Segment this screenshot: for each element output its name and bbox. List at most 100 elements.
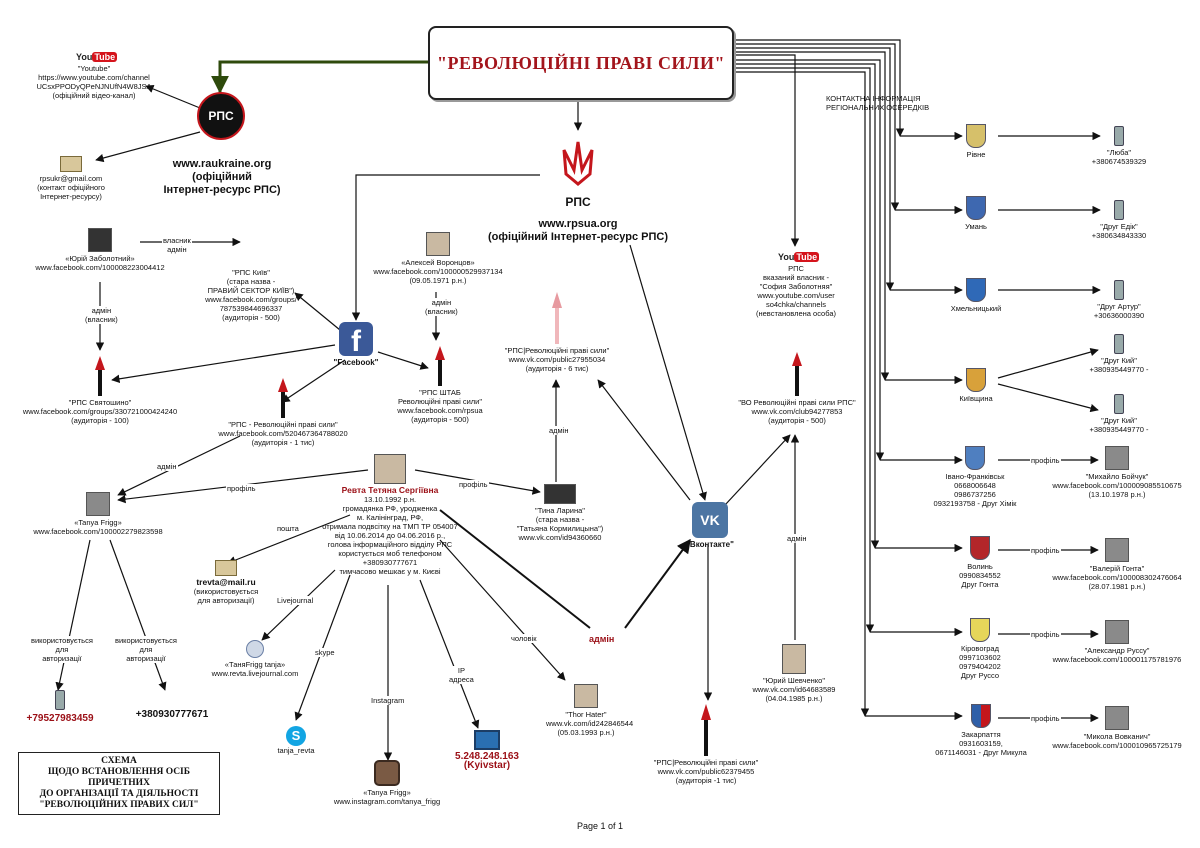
region-kyivshchyna: Київщина xyxy=(946,368,1006,403)
vorontsov-profile-node: «Алексей Воронцов»www.facebook.com/10000… xyxy=(372,232,504,285)
edge-label-admin-owner-2: адмін(власник) xyxy=(424,298,459,316)
region-khmelnytskyi: Хмельницький xyxy=(936,278,1016,313)
instagram-icon xyxy=(374,760,400,786)
contact-kyivshchyna-1: "Друг Кий"+380935449770 - xyxy=(1064,334,1174,374)
rps-kyiv-group-node: "РПС Київ"(стара назва -ПРАВИЙ СЕКТОР КИ… xyxy=(205,268,297,322)
sviatoshyno-group-node: "РПС Святошино"www.facebook.com/groups/3… xyxy=(22,356,178,425)
torch-icon xyxy=(435,346,445,386)
contact-uman: "Друг Едік"+380634843330 xyxy=(1064,200,1174,240)
contact-khmelnytskyi: "Друг Артур"+30636000390 xyxy=(1064,280,1174,320)
coat-of-arms-icon xyxy=(970,536,990,560)
contact-zakarpattia: "Микола Вовканич"www.facebook.com/100010… xyxy=(1050,706,1184,750)
region-uman: Умань xyxy=(946,196,1006,231)
phone-icon xyxy=(1114,126,1124,146)
tina-larina-node: "Тина Ларина"(стара назва -"Татьяна Корм… xyxy=(514,484,606,542)
edge-label-profile-right: профіль xyxy=(458,480,489,489)
mail-icon xyxy=(60,156,82,172)
phone-icon xyxy=(1114,200,1124,220)
page-footer: Page 1 of 1 xyxy=(576,821,624,831)
ip-address-node: 5.248.248.163 (Kyivstar) xyxy=(448,730,526,771)
avatar xyxy=(426,232,450,256)
edge-label-profile-left: профіль xyxy=(226,484,257,493)
instagram-node: «Tanya Frigg»www.instagram.com/tanya_fri… xyxy=(330,760,444,806)
edge-label-admin-shevchenko: адмін xyxy=(786,534,808,543)
avatar xyxy=(1105,620,1129,644)
rps-logo-icon: РПС xyxy=(197,92,245,140)
avatar xyxy=(1105,446,1129,470)
coat-of-arms-icon xyxy=(965,446,985,470)
phone-icon xyxy=(1114,334,1124,354)
avatar xyxy=(1105,706,1129,730)
shevchenko-node: "Юрий Шевченко"www.vk.com/id64683589(04.… xyxy=(752,644,836,703)
computer-icon xyxy=(474,730,500,750)
thor-hater-node: "Thor Hater"www.vk.com/id242846544(05.03… xyxy=(546,684,633,737)
avatar xyxy=(544,484,576,504)
torch-icon xyxy=(701,704,711,756)
torch-icon xyxy=(95,356,105,396)
avatar xyxy=(86,492,110,516)
edge-label-livejournal: Livejournal xyxy=(276,596,315,605)
avatar xyxy=(88,228,112,252)
zabolotny-profile-node: «Юрій Заболотний»www.facebook.com/100008… xyxy=(30,228,170,272)
vk-public-27955034-node: "РПС|Революційні праві сили"www.vk.com/p… xyxy=(498,292,616,373)
edge-label-admin-tina: адмін xyxy=(548,426,570,435)
avatar xyxy=(374,454,406,484)
contact-volyn: "Валерій Гонта"www.facebook.com/10000830… xyxy=(1050,538,1184,591)
vk-public-62379455-node: "РПС|Революційні праві сили"www.vk.com/p… xyxy=(650,704,762,785)
phone-icon xyxy=(1114,280,1124,300)
facebook-icon: f xyxy=(339,322,373,358)
coat-of-arms-icon xyxy=(966,124,986,148)
contact-kyivshchyna-2: "Друг Кий"+380935449770 - xyxy=(1064,394,1174,434)
vo-rps-club-node: "ВО Революційні праві сили РПС"www.vk.co… xyxy=(736,352,858,425)
phone-icon xyxy=(1114,394,1124,414)
livejournal-icon xyxy=(246,640,264,658)
rps-emblem: РПС xyxy=(196,92,246,140)
edge-label-profile-volyn: профіль xyxy=(1030,546,1061,555)
edge-label-admin-owner: адмін(власник) xyxy=(84,306,119,324)
edge-label-mail: пошта xyxy=(276,524,300,533)
vk-icon: VK xyxy=(692,502,728,538)
diagram-title: "РЕВОЛЮЦІЙНІ ПРАВІ СИЛИ" xyxy=(428,26,734,100)
avatar xyxy=(782,644,806,674)
contact-rivne: "Люба"+380674539329 xyxy=(1064,126,1174,166)
skype-node: S tanja_revta xyxy=(277,726,315,755)
livejournal-node: «ТаняFrigg tanja»www.revta.livejournal.c… xyxy=(208,640,302,678)
coat-of-arms-icon xyxy=(971,704,991,728)
coat-of-arms-icon xyxy=(966,368,986,392)
edge-label-profile-if: профіль xyxy=(1030,456,1061,465)
avatar xyxy=(1105,538,1129,562)
phone-node-black: +380930777671 xyxy=(135,709,209,720)
coat-of-arms-icon xyxy=(966,196,986,220)
edge-label-skype: skype xyxy=(314,648,336,657)
coat-of-arms-icon xyxy=(970,618,990,642)
edge-label-profile-zakarpattia: профіль xyxy=(1030,714,1061,723)
edge-label-admin-red: адмін xyxy=(588,634,616,644)
tanya-frigg-fb-node: «Tanya Frigg»www.facebook.com/1000022798… xyxy=(32,492,164,536)
skype-icon: S xyxy=(286,726,306,746)
rpsua-site-node: www.rpsua.org(офіційний Інтернет-ресурс … xyxy=(488,218,668,243)
rpsua-emblem: РПС xyxy=(548,140,608,208)
torch-icon-faded xyxy=(552,292,562,344)
edge-label-admin: адмін xyxy=(156,462,178,471)
contact-kirovohrad: "Александр Руссу"www.facebook.com/100001… xyxy=(1050,620,1184,664)
region-rivne: Рівне xyxy=(946,124,1006,159)
phone-node-red: +79527983459 xyxy=(20,690,100,724)
phone-icon xyxy=(55,690,65,710)
vkontakte-hub: VK "Вконтакте" xyxy=(682,502,738,549)
rps-pravi-page-node: "РПС - Революційні праві сили"www.facebo… xyxy=(212,378,354,447)
edge-label-husband: чоловік xyxy=(510,634,538,643)
mail-icon xyxy=(215,560,237,576)
